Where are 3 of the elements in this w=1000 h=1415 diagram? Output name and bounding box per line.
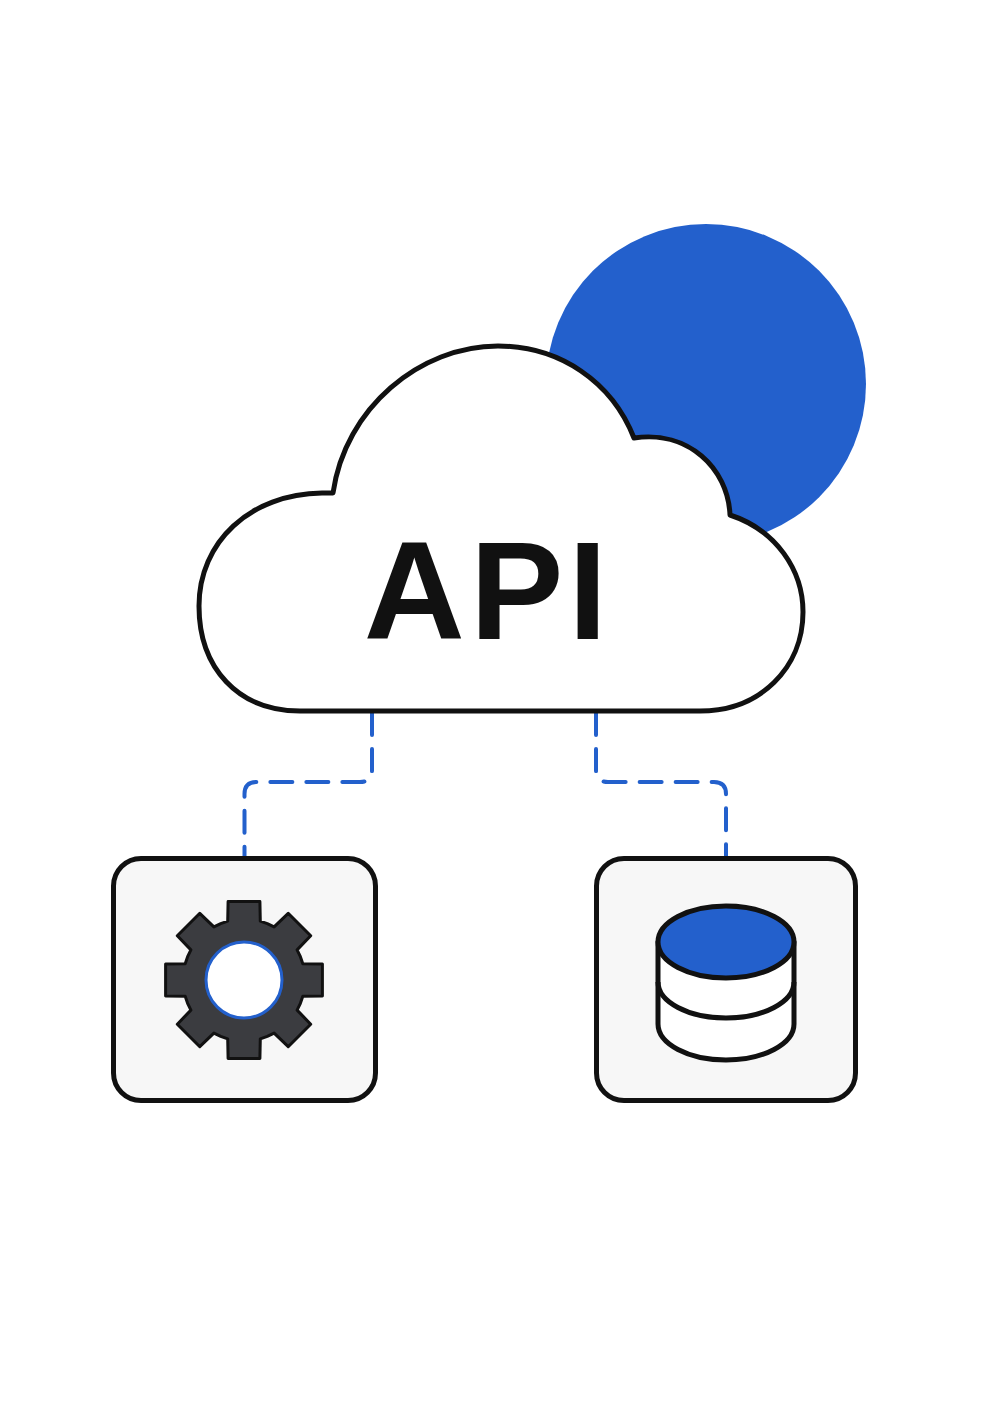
icon-card xyxy=(594,856,858,1103)
node-label: API xyxy=(363,521,613,661)
icon-card xyxy=(111,856,378,1103)
